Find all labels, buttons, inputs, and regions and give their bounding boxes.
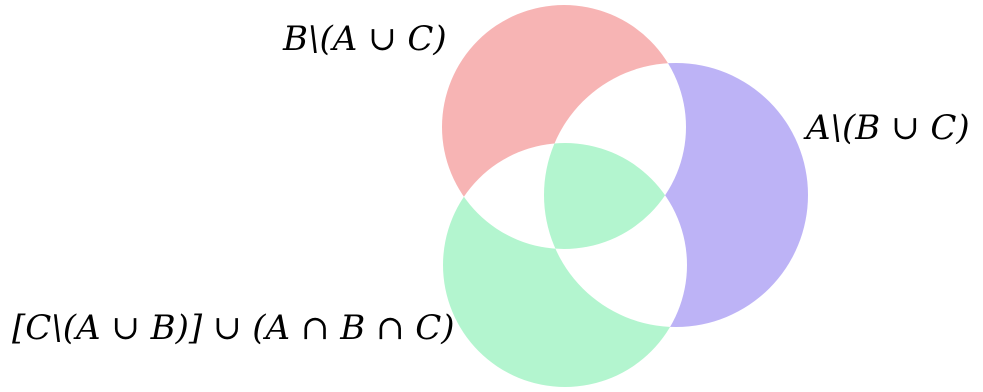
label-b-only: B\(A ∪ C) — [283, 19, 447, 59]
label-a-only: A\(B ∪ C) — [806, 108, 970, 148]
label-c-combo: [C\(A ∪ B)] ∪ (A ∩ B ∩ C) — [12, 308, 455, 348]
